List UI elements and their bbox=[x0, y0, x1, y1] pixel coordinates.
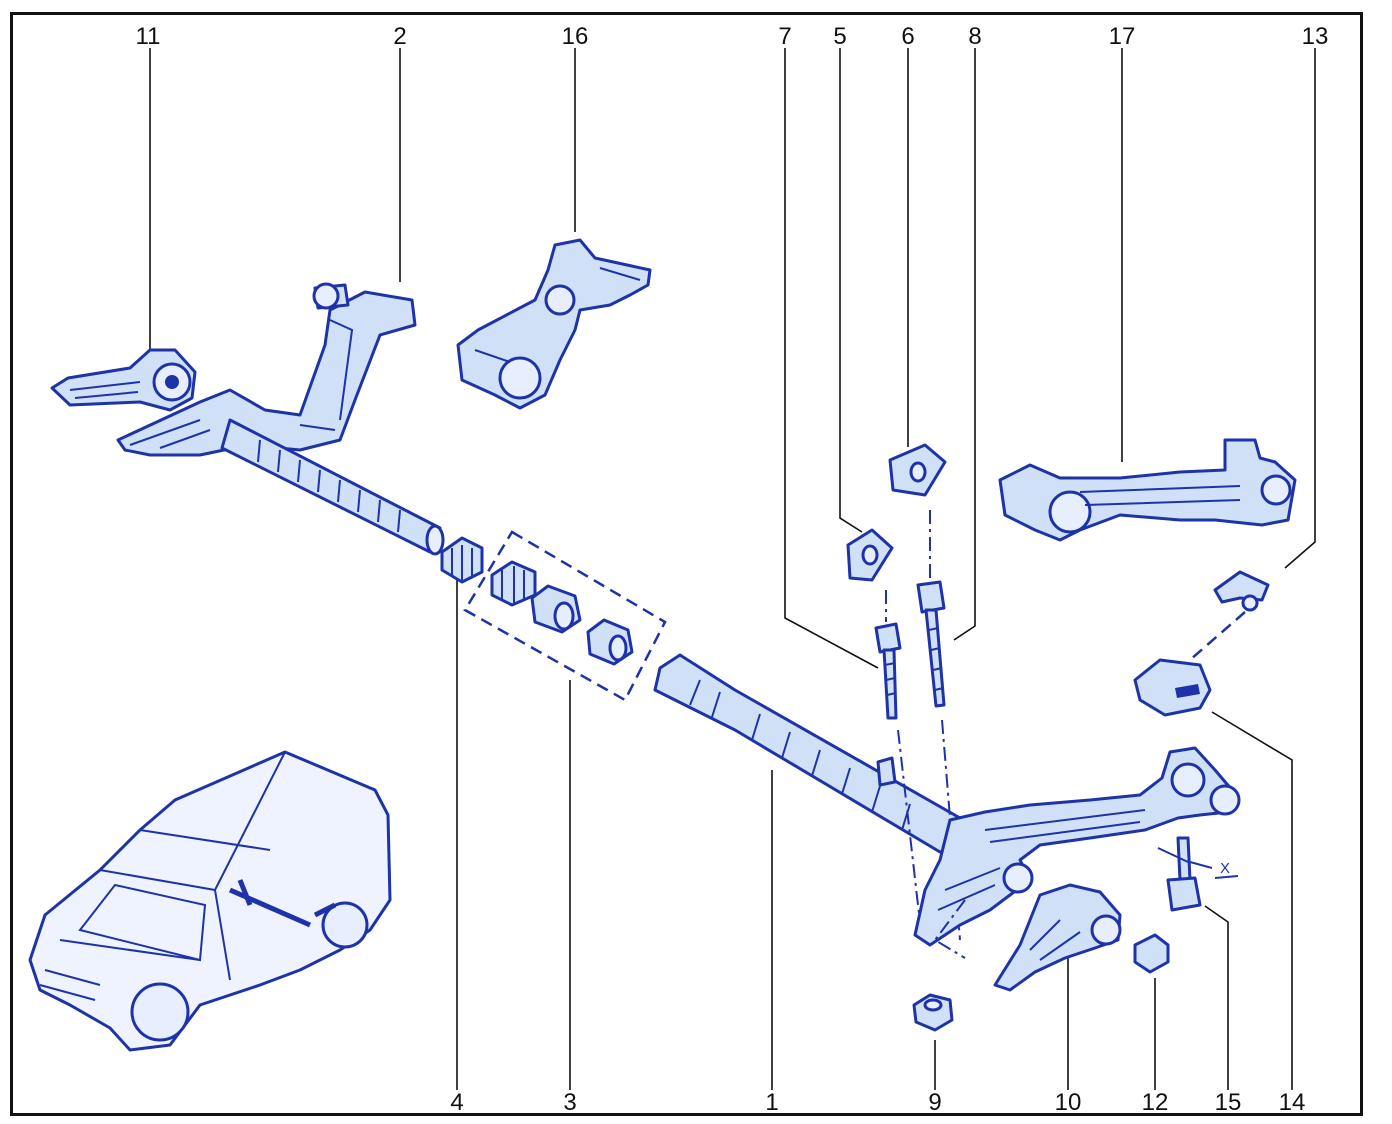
callout-1: 1 bbox=[765, 1089, 778, 1116]
callout-7: 7 bbox=[778, 23, 791, 50]
assembly-axis-lines bbox=[885, 510, 961, 941]
part-16-pivot-bracket bbox=[456, 238, 652, 410]
callout-15: 15 bbox=[1215, 1089, 1242, 1116]
callout-labels: 11 2 16 7 5 6 8 17 13 4 3 1 9 10 12 15 1… bbox=[136, 23, 1329, 1116]
part-1-axle-beam bbox=[653, 653, 962, 854]
part-10-bracket bbox=[993, 883, 1122, 992]
dimension-x-label: X bbox=[1220, 860, 1230, 877]
part-11-bracket bbox=[50, 348, 197, 412]
part-3-bush-kit bbox=[463, 530, 667, 702]
part-13-clip bbox=[1189, 570, 1270, 661]
right-trailing-arm-assembly bbox=[913, 746, 1241, 959]
callout-11: 11 bbox=[136, 23, 161, 50]
part-9-nut bbox=[912, 993, 954, 1032]
part-17-trailing-arm bbox=[998, 438, 1297, 542]
part-6-plate bbox=[888, 443, 947, 497]
callout-9: 9 bbox=[928, 1089, 941, 1116]
callout-10: 10 bbox=[1055, 1089, 1082, 1116]
part-4-bush bbox=[440, 536, 484, 584]
callout-6: 6 bbox=[901, 23, 914, 50]
callout-4: 4 bbox=[450, 1089, 463, 1116]
callout-3: 3 bbox=[563, 1089, 576, 1116]
callout-13: 13 bbox=[1302, 23, 1329, 50]
part-8-bolt bbox=[916, 580, 946, 708]
part-15-bolt: X bbox=[1157, 836, 1239, 912]
callout-12: 12 bbox=[1142, 1089, 1169, 1116]
callout-8: 8 bbox=[968, 23, 981, 50]
callout-2: 2 bbox=[393, 23, 406, 50]
part-14-buffer bbox=[1133, 658, 1212, 717]
callout-14: 14 bbox=[1279, 1089, 1306, 1116]
callout-17: 17 bbox=[1109, 23, 1136, 50]
part-12-cap bbox=[1133, 933, 1170, 974]
leader-lines bbox=[149, 48, 1316, 1090]
vehicle-illustration bbox=[28, 750, 392, 1052]
callout-5: 5 bbox=[833, 23, 846, 50]
callout-16: 16 bbox=[562, 23, 589, 50]
part-5-plate bbox=[846, 528, 894, 582]
part-7-bolt bbox=[874, 622, 902, 720]
part-2-left-trailing-arm bbox=[116, 282, 445, 556]
